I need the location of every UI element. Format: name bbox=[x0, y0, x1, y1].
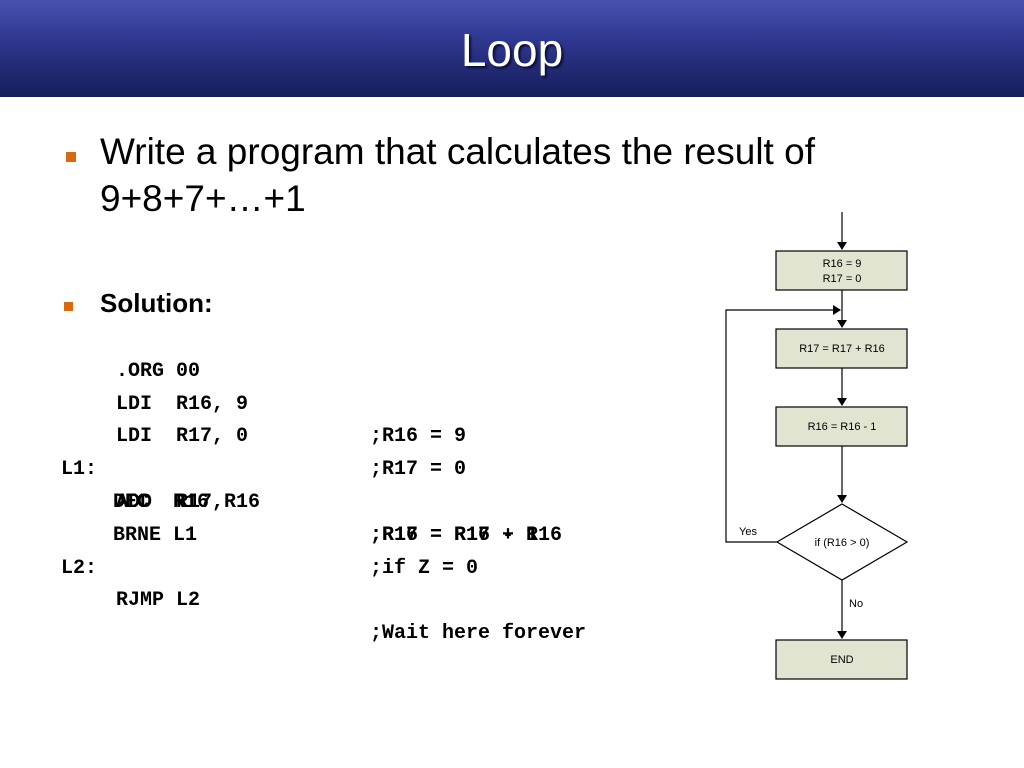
code-line: L2: RJMP L2 ;Wait here forever bbox=[61, 520, 586, 646]
init-box-line-2: R17 = 0 bbox=[823, 273, 862, 285]
code-label: L2: bbox=[61, 556, 98, 580]
end-box bbox=[775, 639, 908, 680]
code-instruction: LDI R17, 0 bbox=[116, 425, 249, 449]
title-bar: Loop bbox=[0, 0, 1024, 97]
code-comment: ;R16 = 9 bbox=[370, 425, 467, 449]
code-line: LDI R17, 0 ;R17 = 0 bbox=[61, 389, 466, 481]
task-line-2: 9+8+7+…+1 bbox=[100, 178, 306, 219]
solution-heading: Solution: bbox=[100, 288, 213, 318]
code-listing: .ORG 00 LDI R16, 9 ;R16 = 9 LDI R17, 0 ;… bbox=[61, 323, 586, 646]
dec-box bbox=[775, 406, 908, 447]
no-label: No bbox=[849, 598, 863, 610]
task-line-1: Write a program that calculates the resu… bbox=[100, 131, 815, 172]
yes-label: Yes bbox=[739, 526, 757, 538]
bullet-square-icon bbox=[66, 152, 76, 162]
code-instruction: DEC R16 bbox=[113, 490, 210, 514]
slide-title: Loop bbox=[460, 24, 564, 76]
end-box-label: END bbox=[830, 654, 853, 666]
code-instruction: RJMP L2 bbox=[116, 589, 201, 613]
loop-back-arrow bbox=[725, 305, 841, 543]
add-box-label: R17 = R17 + R16 bbox=[799, 343, 885, 355]
code-line: DEC R16 ;R16 = R16 - 1 bbox=[61, 454, 538, 547]
bullet-text-task: Write a program that calculates the resu… bbox=[100, 128, 900, 222]
decision-label: if (R16 > 0) bbox=[815, 537, 870, 549]
add-box bbox=[775, 328, 908, 369]
code-instruction: ADD R17,R16 bbox=[116, 490, 261, 514]
dec-box-label: R16 = R16 - 1 bbox=[808, 421, 877, 433]
code-line: .ORG 00 bbox=[61, 323, 200, 383]
code-line: BRNE L1 ;if Z = 0 bbox=[61, 487, 478, 580]
code-comment: ;if Z = 0 bbox=[370, 556, 479, 580]
code-label: L1: bbox=[61, 458, 98, 482]
code-instruction: BRNE L1 bbox=[113, 523, 198, 547]
code-line: LDI R16, 9 ;R16 = 9 bbox=[61, 356, 466, 449]
flowchart: R16 = 9 R17 = 0 R17 = R17 + R16 R16 = R1… bbox=[725, 212, 909, 680]
code-instruction: LDI R16, 9 bbox=[116, 392, 249, 416]
code-comment: ;R16 = R16 - 1 bbox=[370, 523, 539, 547]
init-box-line-1: R16 = 9 bbox=[823, 258, 862, 270]
code-comment: ;R17 = 0 bbox=[370, 458, 467, 482]
code-line: L1: ADD R17,R16 ;R17 = R17 + R16 bbox=[61, 421, 562, 547]
bullet-square-icon bbox=[64, 302, 73, 311]
code-comment: ;Wait here forever bbox=[370, 622, 587, 646]
code-instruction: .ORG 00 bbox=[116, 359, 201, 383]
code-comment: ;R17 = R17 + R16 bbox=[370, 523, 563, 547]
